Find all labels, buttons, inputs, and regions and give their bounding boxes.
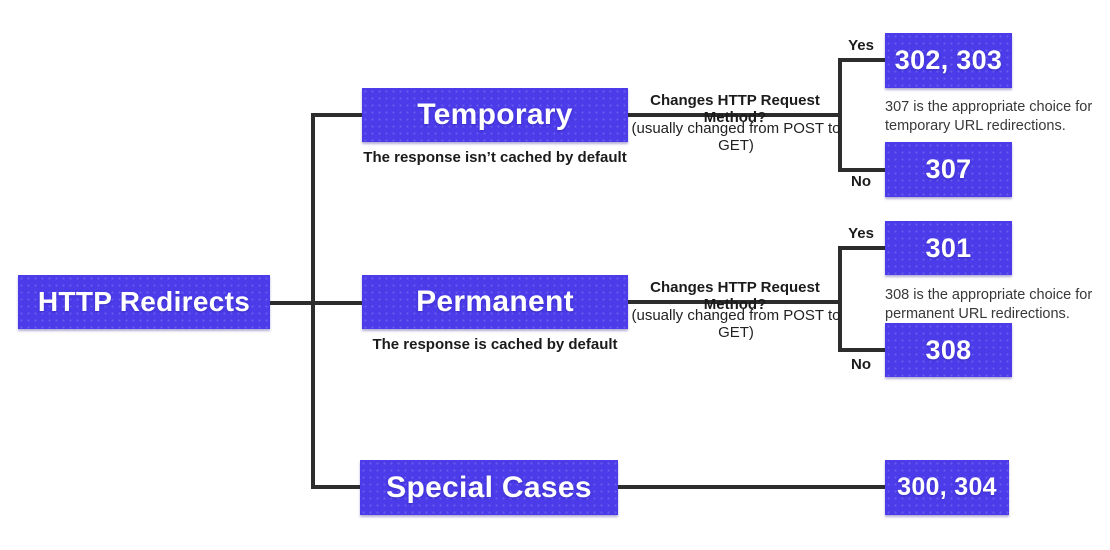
temporary-yes-label: Yes: [848, 37, 874, 54]
temporary-question-detail: (usually changed from POST to GET): [631, 120, 841, 154]
temporary-caption: The response isn’t cached by default: [363, 149, 627, 166]
temporary-question-label: Changes HTTP Request Method?: [650, 92, 820, 126]
code-node-300-304: 300, 304: [885, 460, 1009, 515]
special-cases-node: Special Cases: [360, 460, 618, 515]
code-node-308: 308: [885, 323, 1012, 377]
code-node-302-303: 302, 303: [885, 33, 1012, 88]
connector-temporary-fork: [838, 58, 885, 172]
permanent-node: Permanent: [362, 275, 628, 329]
temporary-node: Temporary: [362, 88, 628, 142]
temporary-note: 307 is the appropriate choice for tempor…: [885, 99, 1093, 135]
permanent-question-detail: (usually changed from POST to GET): [631, 307, 841, 341]
permanent-note: 308 is the appropriate choice for perman…: [885, 287, 1093, 323]
permanent-question-label: Changes HTTP Request Method?: [650, 279, 820, 313]
permanent-caption: The response is cached by default: [372, 336, 618, 353]
root-node-http-redirects: HTTP Redirects: [18, 275, 270, 329]
permanent-no-label: No: [851, 356, 871, 373]
temporary-no-label: No: [851, 173, 871, 190]
permanent-yes-label: Yes: [848, 225, 874, 242]
code-node-307: 307: [885, 142, 1012, 197]
connector-root-trunk: [270, 113, 362, 489]
code-node-301: 301: [885, 221, 1012, 275]
connector-permanent-fork: [838, 246, 885, 352]
